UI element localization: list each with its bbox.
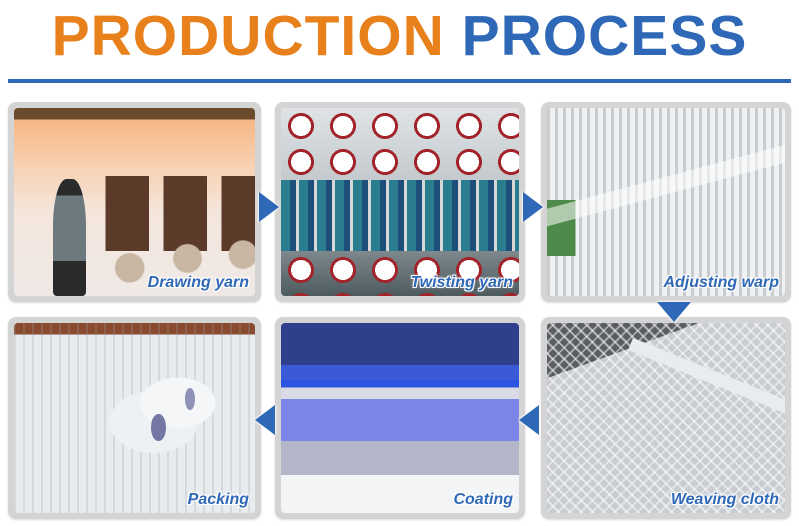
- step-label: Twisting yarn: [410, 274, 513, 291]
- coating-photo: [281, 323, 519, 513]
- title-word-process: PROCESS: [461, 4, 748, 68]
- step-label: Weaving cloth: [670, 491, 779, 508]
- step-card-weaving-cloth: Weaving cloth: [541, 317, 791, 519]
- arrow-right-icon: [523, 192, 543, 222]
- step-label: Drawing yarn: [147, 274, 249, 291]
- step-card-adjusting-warp: Adjusting warp: [541, 102, 791, 302]
- twisting-yarn-photo: [281, 108, 519, 296]
- arrow-left-icon: [519, 405, 539, 435]
- step-label: Adjusting warp: [663, 274, 779, 291]
- roll-core: [151, 414, 166, 441]
- step-card-drawing-yarn: Drawing yarn: [8, 102, 261, 302]
- arrow-down-icon: [657, 302, 691, 322]
- step-card-coating: Coating: [275, 317, 525, 519]
- drawing-yarn-photo: [14, 108, 255, 296]
- packing-photo: [14, 323, 255, 513]
- step-label: Packing: [187, 491, 249, 508]
- weaving-cloth-photo: [547, 323, 785, 513]
- step-card-twisting-yarn: Twisting yarn: [275, 102, 525, 302]
- loom-beam: [627, 338, 785, 422]
- title-divider: [8, 79, 791, 83]
- arrow-left-icon: [255, 405, 275, 435]
- adjusting-warp-photo: [547, 108, 785, 296]
- step-card-packing: Packing: [8, 317, 261, 519]
- page-title: PRODUCTION PROCESS: [0, 4, 799, 68]
- arrow-right-icon: [259, 192, 279, 222]
- worker-figure: [52, 179, 87, 296]
- step-label: Coating: [453, 491, 513, 508]
- roll-core: [185, 387, 195, 411]
- title-word-production: PRODUCTION: [51, 4, 445, 68]
